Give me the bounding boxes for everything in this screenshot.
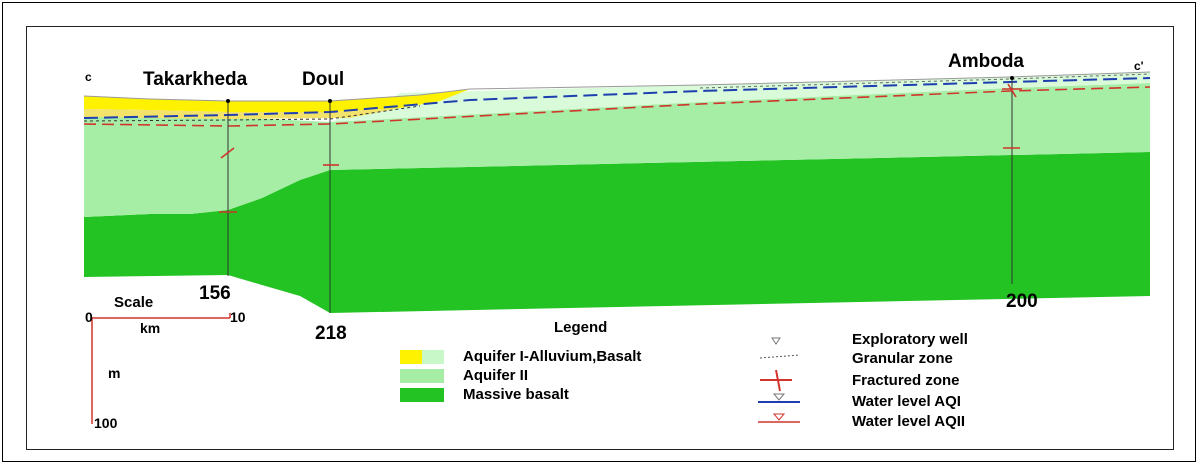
granular-zone-line [83,105,421,122]
legend-label-exploratory-well: Exploratory well [852,331,968,348]
massive-basalt-layer [84,152,1150,313]
granular-zone-line-upper [699,73,1151,89]
aquifer-i-alluvium-layer [84,89,470,112]
well-head-doul [328,99,332,103]
scale-v-unit: m [108,365,120,381]
well-icon [771,337,781,345]
water-level-aqii-icon [758,413,800,423]
legend-label-water-level-aqi: Water level AQI [852,393,961,410]
well-name-amboda: Amboda [948,51,1024,72]
well-name-takarkheda: Takarkheda [143,69,248,90]
scale-h-unit: km [140,320,160,336]
section-label-right: c' [1134,59,1144,73]
figure-border [26,26,1174,450]
legend-label-aquifer-ii: Aquifer II [463,367,528,384]
water-level-aqi-icon [758,393,800,403]
well-id-156: 156 [199,283,231,304]
granular-zone-icon [759,354,801,359]
aquifer-ii-layer [84,83,1150,217]
legend-label-massive-basalt: Massive basalt [463,386,569,403]
legend-swatch-aquifer-i-alluvium [400,350,422,364]
legend-label-aquifer-i: Aquifer I-Alluvium,Basalt [463,348,641,365]
ground-surface-line [83,71,1151,102]
fracture-marks [219,83,1022,213]
scale-h-zero: 0 [85,309,93,325]
legend-label-water-level-aqii: Water level AQII [852,413,965,430]
legend-swatch-aquifer-ii [400,369,444,383]
legend-swatch-aquifer-i-basalt [422,350,444,364]
legend-label-granular-zone: Granular zone [852,350,953,367]
well-id-218: 218 [315,323,347,344]
scale-h-max: 10 [230,309,246,325]
fractured-zone-icon [760,369,792,392]
well-head-amboda [1010,76,1014,80]
legend-label-fractured-zone: Fractured zone [852,372,960,389]
alluvium-lower-band [84,108,400,119]
scale-bar [91,313,231,424]
section-label-left: c [85,70,92,84]
well-name-doul: Doul [302,69,344,90]
legend-title: Legend [554,319,607,336]
legend-swatch-massive-basalt [400,388,444,402]
scale-title: Scale [114,294,153,311]
well-id-200: 200 [1006,291,1038,312]
well-head-takarkheda [226,99,230,103]
scale-v-max: 100 [94,415,118,431]
